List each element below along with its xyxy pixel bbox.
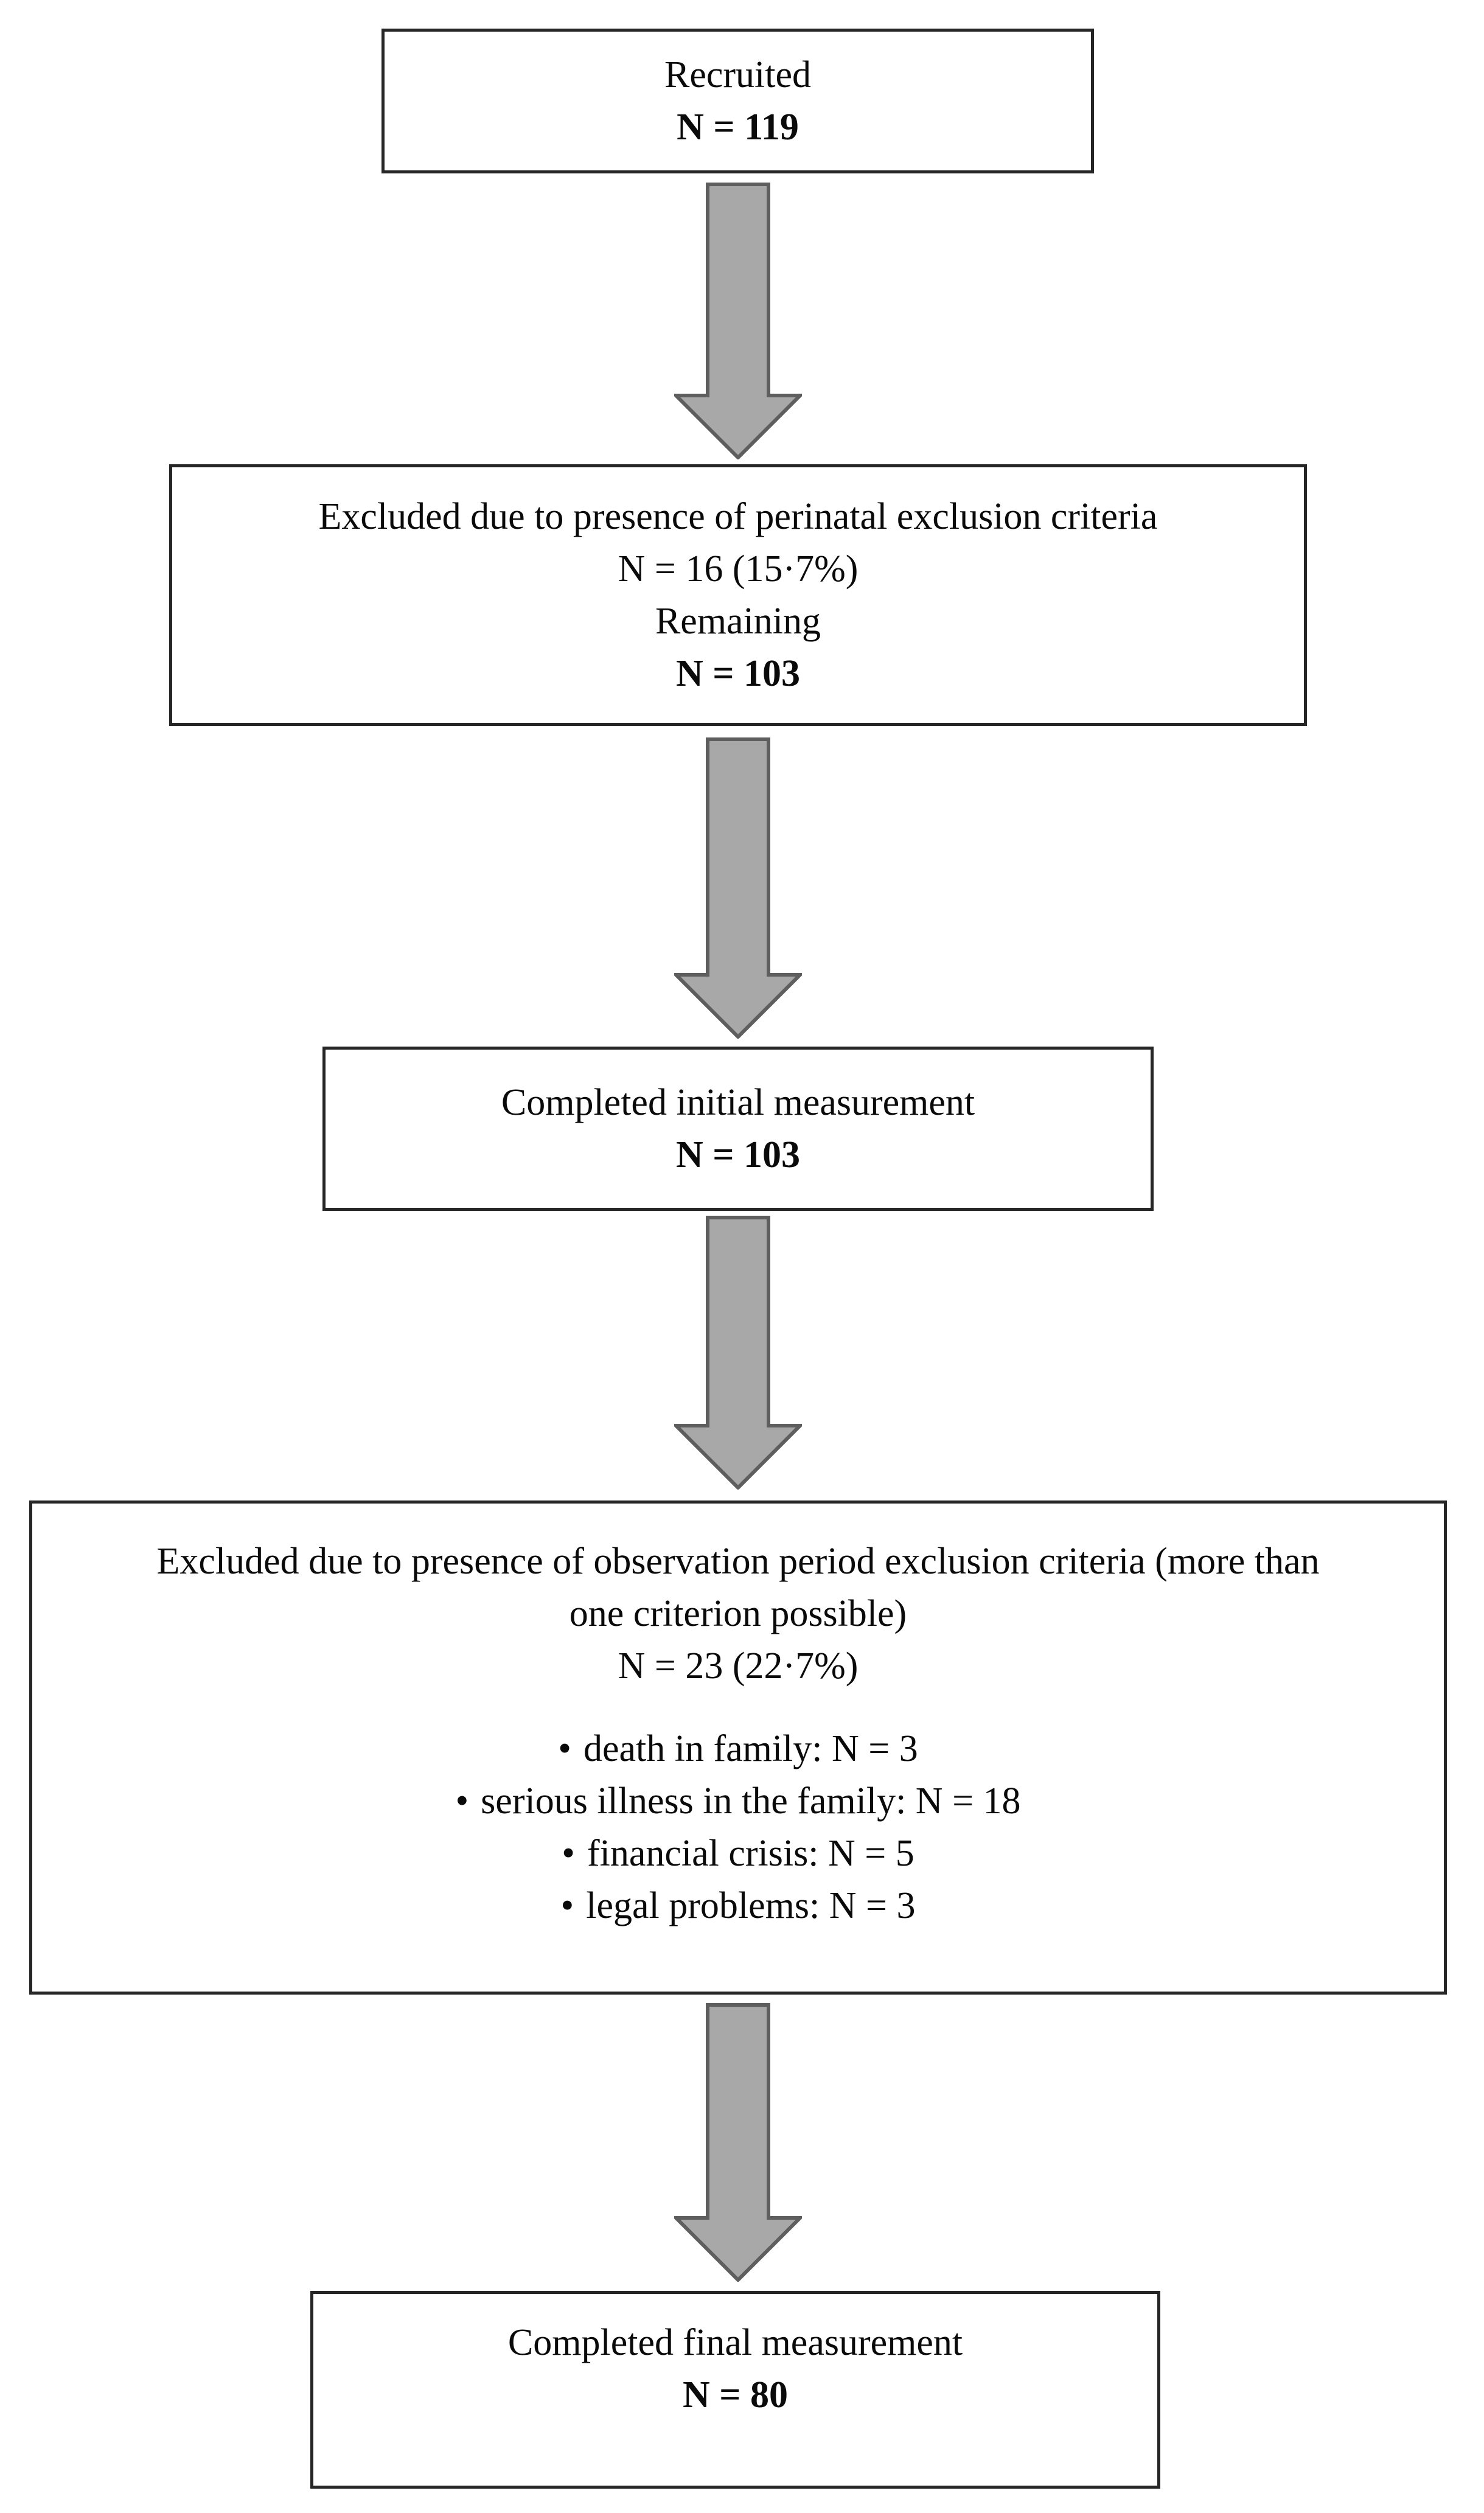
bullet-icon: • [560, 1885, 574, 1926]
list-item: • serious illness in the family: N = 18 [455, 1775, 1020, 1827]
bullet-icon: • [455, 1780, 469, 1822]
flow-box-observation-exclusion: Excluded due to presence of observation … [29, 1500, 1447, 1995]
arrow-down-icon [674, 737, 802, 1039]
recruited-count: N = 119 [677, 106, 799, 148]
flow-box-initial-measurement: Completed initial measurement N = 103 [322, 1047, 1154, 1211]
observation-exclusion-label-line2: one criterion possible) [569, 1593, 907, 1634]
exclusion-reason-financial: financial crisis: N = 5 [587, 1833, 914, 1874]
arrow-down-icon [674, 2003, 802, 2282]
bullet-icon: • [562, 1833, 575, 1874]
exclusion-reason-legal: legal problems: N = 3 [586, 1885, 916, 1926]
perinatal-exclusion-count: N = 16 (15·7%) [618, 548, 859, 590]
list-item: • financial crisis: N = 5 [562, 1827, 914, 1880]
perinatal-exclusion-label: Excluded due to presence of perinatal ex… [318, 496, 1158, 537]
exclusion-reason-illness: serious illness in the family: N = 18 [481, 1780, 1021, 1822]
flow-box-perinatal-exclusion: Excluded due to presence of perinatal ex… [169, 464, 1307, 726]
final-measurement-label: Completed final measurement [507, 2321, 963, 2363]
remaining-count: N = 103 [675, 653, 801, 694]
arrow-down-icon [674, 183, 802, 459]
flow-box-final-measurement: Completed final measurement N = 80 [310, 2291, 1160, 2489]
observation-exclusion-count: N = 23 (22·7%) [618, 1645, 859, 1687]
flow-box-recruited: Recruited N = 119 [381, 29, 1094, 173]
recruited-label: Recruited [664, 54, 811, 96]
observation-exclusion-label-line1: Excluded due to presence of observation … [156, 1541, 1320, 1582]
list-item: • death in family: N = 3 [558, 1723, 918, 1775]
arrow-down-icon [674, 1216, 802, 1490]
exclusion-reason-death: death in family: N = 3 [583, 1728, 918, 1769]
final-measurement-count: N = 80 [682, 2374, 789, 2416]
list-item: • legal problems: N = 3 [561, 1880, 916, 1932]
remaining-label: Remaining [655, 601, 821, 642]
bullet-icon: • [558, 1728, 571, 1769]
exclusion-reason-list: • death in family: N = 3 • serious illness… [455, 1723, 1020, 1932]
initial-measurement-count: N = 103 [675, 1134, 801, 1176]
initial-measurement-label: Completed initial measurement [501, 1082, 975, 1123]
